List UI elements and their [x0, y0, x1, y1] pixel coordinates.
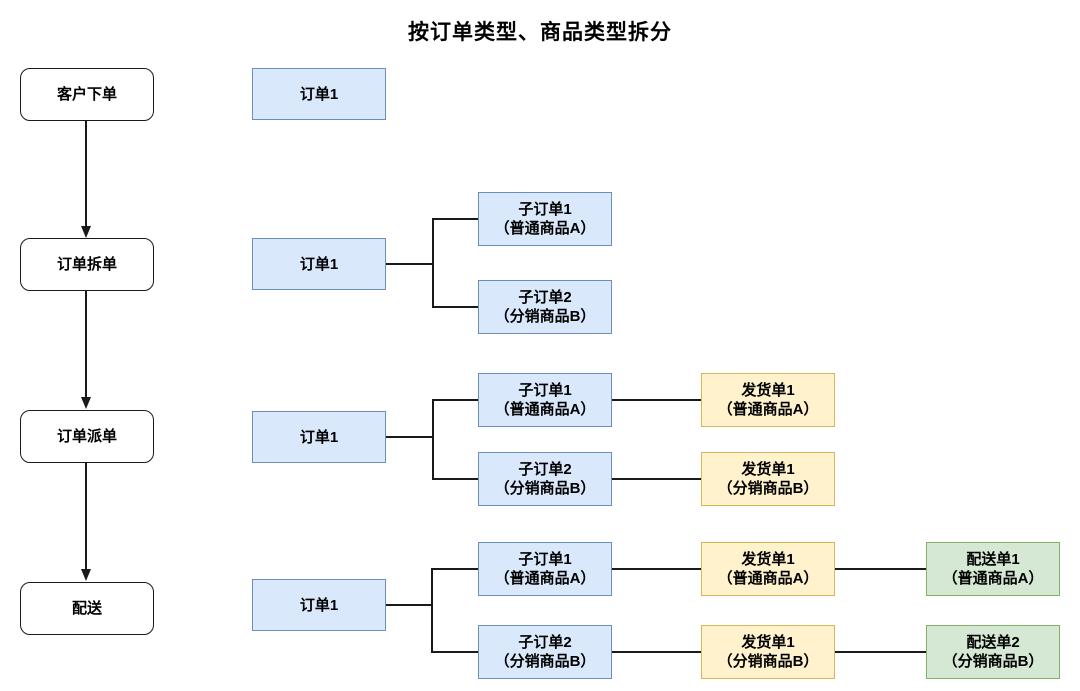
order-label: 订单1 — [299, 428, 339, 446]
connector-line — [431, 568, 433, 653]
sub-order-node: 子订单1 （普通商品A） — [478, 542, 612, 596]
arrow-down-icon — [80, 569, 91, 581]
process-step-label: 配送 — [71, 600, 102, 617]
shipment-node: 发货单1 （分销商品B） — [701, 625, 835, 679]
sub-order-node: 子订单2 （分销商品B） — [478, 625, 612, 679]
node-subtitle: （普通商品A） — [942, 570, 1044, 587]
shipment-node: 发货单1 （普通商品A） — [701, 542, 835, 596]
connector-line — [433, 218, 478, 220]
shipment-node: 发货单1 （普通商品A） — [701, 373, 835, 427]
node-subtitle: （普通商品A） — [494, 401, 596, 418]
node-title: 发货单1 — [741, 634, 795, 651]
connector-line — [432, 399, 434, 480]
node-subtitle: （分销商品B） — [717, 480, 819, 497]
node-title: 子订单2 — [518, 634, 572, 651]
connector-line — [432, 218, 434, 308]
connector-line — [433, 306, 478, 308]
node-title: 子订单2 — [518, 289, 572, 306]
node-title: 子订单2 — [518, 461, 572, 478]
connector-line — [612, 478, 701, 480]
connector-line — [386, 604, 432, 606]
node-title: 子订单1 — [518, 201, 572, 218]
node-title: 配送单1 — [966, 551, 1020, 568]
connector-line — [433, 478, 478, 480]
node-subtitle: （普通商品A） — [494, 220, 596, 237]
connector-line — [835, 651, 926, 653]
node-subtitle: （分销商品B） — [494, 308, 596, 325]
order-node: 订单1 — [252, 579, 386, 631]
arrow-down-icon — [80, 397, 91, 409]
diagram-title: 按订单类型、商品类型拆分 — [408, 21, 672, 44]
node-title: 发货单1 — [741, 382, 795, 399]
process-step-order-split: 订单拆单 — [20, 238, 154, 291]
connector-line — [612, 568, 701, 570]
node-subtitle: （分销商品B） — [494, 480, 596, 497]
process-step-delivery: 配送 — [20, 582, 154, 635]
node-subtitle: （分销商品B） — [717, 653, 819, 670]
node-subtitle: （分销商品B） — [494, 653, 596, 670]
sub-order-node: 子订单1 （普通商品A） — [478, 192, 612, 246]
process-step-label: 客户下单 — [56, 86, 117, 103]
node-title: 子订单1 — [518, 551, 572, 568]
process-step-label: 订单拆单 — [56, 256, 117, 273]
sub-order-node: 子订单2 （分销商品B） — [478, 280, 612, 334]
node-title: 发货单1 — [741, 551, 795, 568]
sub-order-node: 子订单2 （分销商品B） — [478, 452, 612, 506]
flow-connector — [85, 291, 87, 397]
order-label: 订单1 — [299, 596, 339, 614]
process-step-order-dispatch: 订单派单 — [20, 410, 154, 463]
connector-line — [433, 399, 478, 401]
shipment-node: 发货单1 （分销商品B） — [701, 452, 835, 506]
node-subtitle: （分销商品B） — [942, 653, 1044, 670]
connector-line — [386, 263, 433, 265]
delivery-node: 配送单2 （分销商品B） — [926, 625, 1060, 679]
connector-line — [432, 651, 478, 653]
node-title: 子订单1 — [518, 382, 572, 399]
connector-line — [432, 568, 478, 570]
flow-connector — [85, 463, 87, 569]
delivery-node: 配送单1 （普通商品A） — [926, 542, 1060, 596]
order-node: 订单1 — [252, 238, 386, 290]
node-subtitle: （普通商品A） — [494, 570, 596, 587]
order-label: 订单1 — [299, 85, 339, 103]
sub-order-node: 子订单1 （普通商品A） — [478, 373, 612, 427]
flow-connector — [85, 121, 87, 227]
connector-line — [835, 568, 926, 570]
connector-line — [612, 651, 701, 653]
order-node: 订单1 — [252, 68, 386, 120]
node-subtitle: （普通商品A） — [717, 401, 819, 418]
process-step-label: 订单派单 — [56, 428, 117, 445]
connector-line — [612, 399, 701, 401]
order-node: 订单1 — [252, 411, 386, 463]
node-title: 发货单1 — [741, 461, 795, 478]
arrow-down-icon — [80, 226, 91, 238]
connector-line — [386, 436, 433, 438]
order-label: 订单1 — [299, 255, 339, 273]
node-title: 配送单2 — [966, 634, 1020, 651]
node-subtitle: （普通商品A） — [717, 570, 819, 587]
process-step-customer-order: 客户下单 — [20, 68, 154, 121]
